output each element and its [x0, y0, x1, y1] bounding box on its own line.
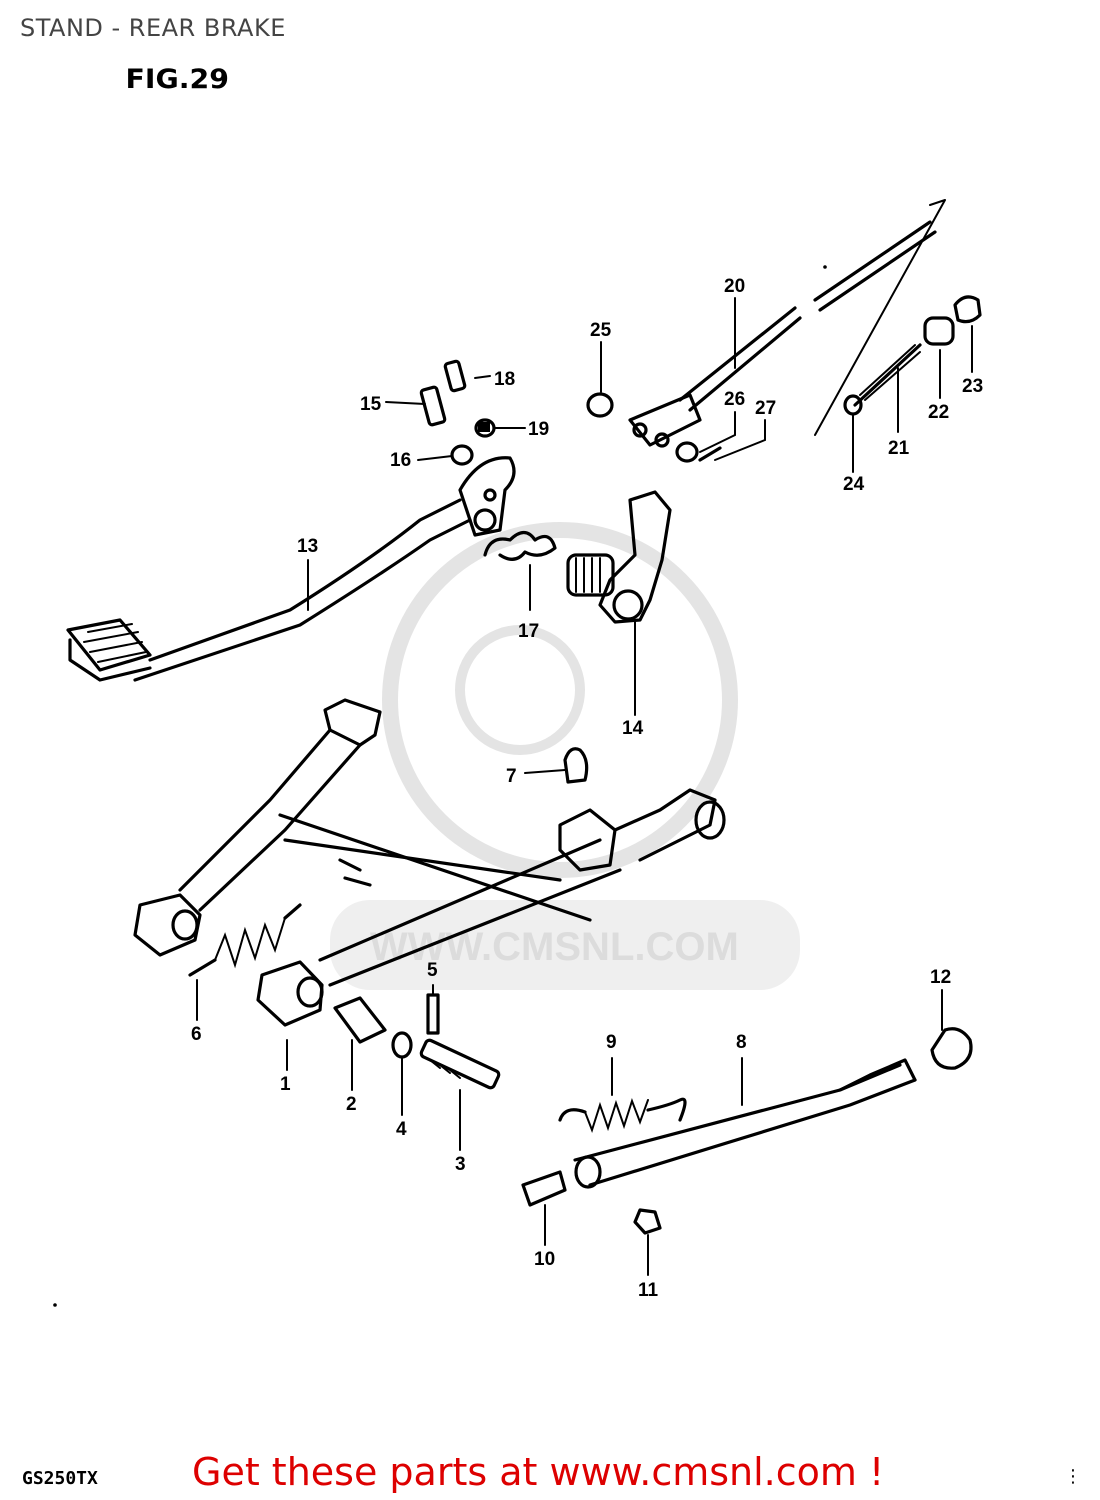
callout-4: 4	[396, 1119, 407, 1140]
callout-2: 2	[346, 1094, 357, 1115]
callout-24: 24	[843, 474, 865, 495]
side-stand-spring	[558, 1097, 687, 1133]
stand-spring	[188, 903, 302, 977]
adjuster-hardware	[843, 295, 982, 416]
callout-19: 19	[528, 419, 549, 440]
callout-7: 7	[506, 766, 517, 787]
return-spring	[483, 530, 557, 561]
callout-10: 10	[534, 1249, 555, 1270]
callout-6: 6	[191, 1024, 202, 1045]
brake-cam-lever	[566, 490, 672, 624]
callout-8: 8	[736, 1032, 747, 1053]
page-title: STAND - REAR BRAKE	[20, 14, 286, 42]
watermark-text: WWW.CMSNL.COM	[370, 925, 739, 969]
figure-label: FIG.29	[125, 64, 229, 95]
callout-23: 23	[962, 376, 983, 397]
callout-21: 21	[888, 438, 910, 459]
callout-15: 15	[360, 394, 382, 415]
callout-25: 25	[590, 320, 612, 341]
callout-16: 16	[390, 450, 411, 471]
callout-22: 22	[928, 402, 949, 423]
callout-17: 17	[518, 621, 539, 642]
corner-mark: ⋮	[1064, 1466, 1082, 1487]
model-code: GS250TX	[22, 1468, 98, 1489]
callout-9: 9	[606, 1032, 617, 1053]
callout-14: 14	[622, 718, 644, 739]
brake-rod	[586, 199, 946, 463]
callout-18: 18	[494, 369, 515, 390]
watermark: WWW.CMSNL.COM	[330, 522, 800, 990]
side-stand	[521, 1027, 973, 1235]
callout-3: 3	[455, 1154, 466, 1175]
callout-5: 5	[427, 960, 438, 981]
center-stand	[133, 698, 726, 1027]
callout-26: 26	[724, 389, 745, 410]
callout-13: 13	[297, 536, 318, 557]
brake-pedal	[66, 456, 516, 682]
callout-labels: 1 2 3 4 5 6 7 8 9 10 11 12 13 14 15 16 1…	[191, 276, 983, 1301]
callout-27: 27	[755, 398, 776, 419]
callout-12: 12	[930, 967, 951, 988]
cta-link[interactable]: Get these parts at www.cmsnl.com !	[192, 1450, 885, 1494]
leader-lines	[196, 297, 973, 1276]
callout-1: 1	[280, 1074, 291, 1095]
callout-20: 20	[724, 276, 745, 297]
callout-11: 11	[638, 1280, 659, 1301]
